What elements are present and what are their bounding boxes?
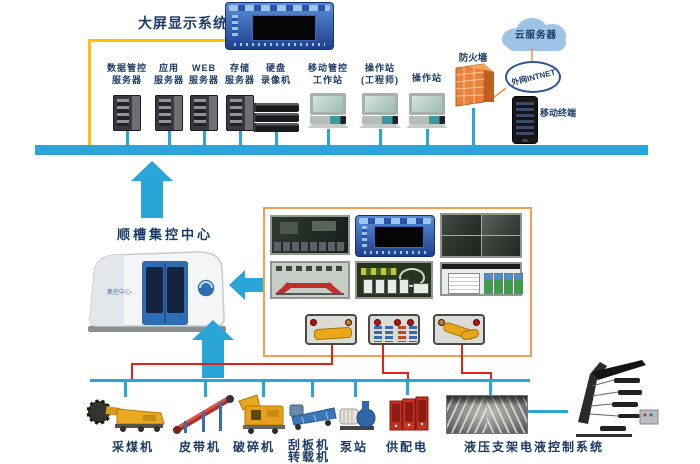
cloud-icon: 云服务器 bbox=[500, 14, 572, 54]
internet-ellipse: 外网INTNET bbox=[505, 61, 561, 93]
red-connector bbox=[382, 372, 409, 374]
internet-connector-lines bbox=[492, 47, 533, 99]
red-connector bbox=[331, 345, 333, 363]
red-connector bbox=[490, 372, 492, 380]
network-backbone bbox=[35, 145, 648, 155]
equipment-drop-line bbox=[204, 382, 207, 397]
red-connector bbox=[382, 345, 384, 372]
workstation-icon bbox=[307, 93, 349, 129]
panel-support-control bbox=[433, 314, 485, 345]
dvr-icon bbox=[253, 103, 299, 132]
screen-surveillance bbox=[270, 215, 350, 255]
equipment-drop-line bbox=[354, 382, 357, 397]
left-arrow bbox=[245, 278, 263, 292]
equipment-drop-line bbox=[262, 382, 265, 397]
server-drop-line bbox=[239, 131, 242, 145]
hydraulic-control-diagram bbox=[576, 360, 659, 437]
control-center-cabin: 集控中心 bbox=[88, 251, 226, 332]
pump-station-icon bbox=[339, 401, 376, 430]
screen-scraper-hmi bbox=[270, 261, 350, 299]
screen-support-hmi bbox=[440, 262, 523, 296]
cloud-label: 云服务器 bbox=[514, 30, 557, 41]
equipment-drop-line bbox=[124, 382, 127, 397]
server-tower-icon bbox=[155, 95, 183, 131]
workstation-label: 移动管控工作站 bbox=[307, 63, 348, 85]
workstation-drop-line bbox=[426, 129, 429, 145]
mobile-terminal-icon bbox=[512, 96, 538, 144]
shearer-icon bbox=[86, 399, 165, 432]
equipment-label: 液压支架电液控制系统 bbox=[463, 440, 604, 454]
equipment-bus bbox=[90, 379, 530, 382]
hydraulic-support-photo bbox=[446, 395, 528, 434]
display-system-label: 大屏显示系统 bbox=[138, 15, 228, 31]
equipment-drop-line bbox=[311, 382, 314, 397]
dvr-drop-line bbox=[275, 132, 278, 145]
left-arrow bbox=[229, 270, 245, 300]
workstation-drop-line bbox=[327, 129, 330, 145]
server-tower-icon bbox=[226, 95, 254, 131]
server-label: 应用服务器 bbox=[153, 63, 184, 85]
belt-conveyor-icon bbox=[173, 395, 234, 434]
power-supply-icon bbox=[389, 396, 429, 431]
server-drop-line bbox=[126, 131, 129, 145]
server-tower-icon bbox=[113, 95, 141, 131]
red-connector bbox=[407, 372, 409, 380]
equipment-label: 泵站 bbox=[339, 440, 368, 454]
equipment-drop-line bbox=[489, 382, 492, 395]
server-tower-icon bbox=[190, 95, 218, 131]
workstation-label: 操作站(工程师) bbox=[361, 63, 399, 85]
firewall-label: 防火墙 bbox=[458, 53, 488, 64]
screen-software bbox=[355, 215, 435, 257]
crusher-icon bbox=[238, 394, 285, 434]
screen-electric-hmi bbox=[355, 261, 433, 299]
screen-cameras bbox=[440, 213, 522, 258]
equipment-label: 供配电 bbox=[385, 440, 428, 454]
firewall-icon bbox=[455, 63, 494, 107]
up-arrow bbox=[141, 181, 163, 218]
server-label: 存储服务器 bbox=[224, 63, 255, 85]
server-label: 数据管控服务器 bbox=[106, 63, 147, 85]
server-drop-line bbox=[168, 131, 171, 145]
workstation-drop-line bbox=[379, 129, 382, 145]
panel-shearer-control bbox=[305, 314, 357, 345]
workstation-icon bbox=[359, 93, 401, 129]
firewall-drop-line bbox=[472, 108, 475, 145]
equipment-drop-line bbox=[406, 382, 409, 395]
internet-label: 外网INTNET bbox=[510, 67, 556, 87]
red-connector bbox=[131, 363, 333, 365]
up-arrow bbox=[202, 340, 224, 378]
red-connector bbox=[131, 363, 133, 380]
control-center-label: 顺槽集控中心 bbox=[116, 227, 213, 242]
panel-switch-control bbox=[368, 314, 420, 345]
up-arrow bbox=[192, 320, 234, 340]
workstation-label: 操作站 bbox=[411, 73, 442, 83]
equipment-label: 刮板机转载机 bbox=[287, 438, 330, 464]
equipment-label: 采煤机 bbox=[111, 440, 154, 454]
display-wall-icon bbox=[225, 2, 334, 50]
display-connector-line bbox=[88, 39, 227, 42]
equipment-label: 破碎机 bbox=[232, 440, 275, 454]
mobile-terminal-label: 移动终端 bbox=[540, 108, 577, 118]
red-connector bbox=[461, 345, 463, 372]
display-connector-line bbox=[88, 39, 91, 148]
equipment-label: 皮带机 bbox=[178, 440, 221, 454]
cabin-text: 集控中心 bbox=[107, 288, 131, 296]
support-link-line bbox=[528, 410, 568, 413]
dvr-label: 硬盘录像机 bbox=[260, 63, 291, 85]
red-connector bbox=[461, 372, 492, 374]
scraper-loader-icon bbox=[289, 404, 337, 430]
server-drop-line bbox=[203, 131, 206, 145]
workstation-icon bbox=[406, 93, 448, 129]
up-arrow bbox=[131, 161, 173, 181]
